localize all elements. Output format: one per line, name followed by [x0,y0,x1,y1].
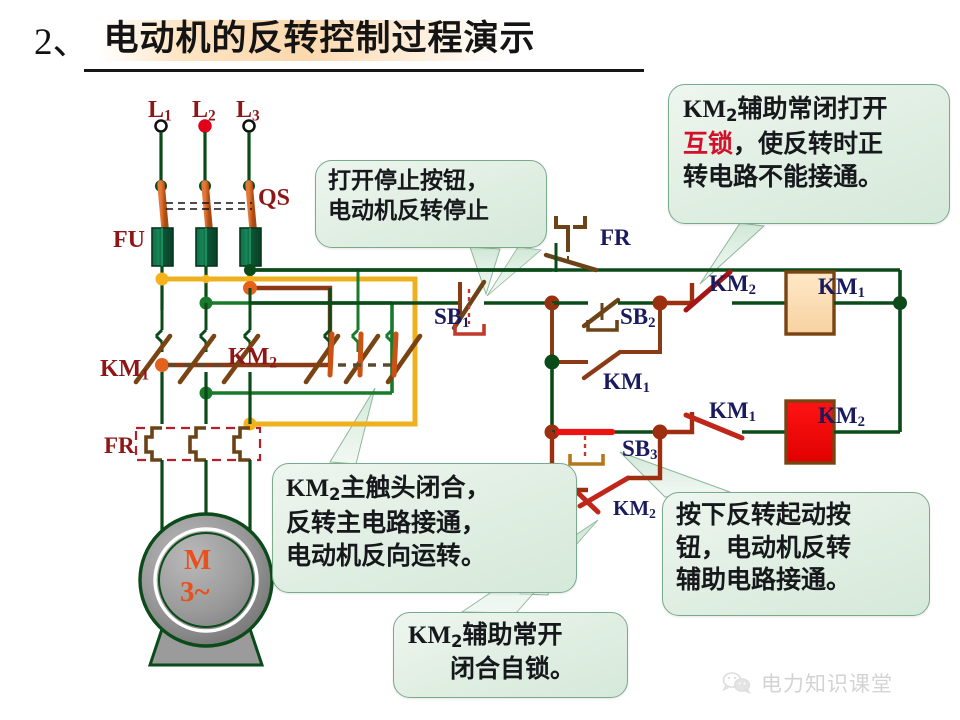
km1-nc-aux-contact[interactable] [660,412,786,441]
label-motor-phase: 3~ [180,576,210,608]
callout-stop-line2: 电动机反转停止 [328,197,489,224]
watermark: 电力知识课堂 [722,668,893,698]
control-circuit [250,216,907,515]
callout-stop-line1: 打开停止按钮， [328,168,489,194]
callout-start-line2: 钮，电动机反转 [676,532,852,562]
watermark-text: 电力知识课堂 [761,672,893,696]
callout-start-line1: 按下反转起动按 [676,500,852,529]
callout-main-line1: KM2主触头闭合， [286,473,491,504]
page-title: 2、 电动机的反转控制过程演示 [34,20,544,61]
label-L3: L3 [236,97,260,125]
label-L2: L2 [192,97,216,125]
qs-disconnect-switch[interactable] [155,180,257,232]
control-supply-gold-wire [155,272,418,431]
callout-interlock-line2: 互锁，使反转时正 [683,128,884,158]
title-underline [84,69,644,72]
label-L1: L1 [148,97,172,125]
km1-main-contacts[interactable] [133,288,261,385]
callout-selfhold-line1: KM2辅助常开 [408,620,563,651]
callout-stop-button: 打开停止按钮， 电动机反转停止 [315,160,547,248]
callout-main-line3: 电动机反向运转。 [286,540,487,570]
label-KM2-main: KM2 [228,344,278,372]
label-FU: FU [113,227,145,253]
label-SB2: SB2 [620,304,656,332]
motor-symbol [138,512,274,667]
callout-start-line3: 辅助电路接通。 [676,565,852,594]
km1-coil [784,270,900,336]
km2-nc-aux-contact[interactable] [660,269,786,313]
label-KM1-coil: KM1 [818,274,865,302]
label-KM1-main: KM1 [100,356,150,384]
km2-coil [784,399,900,465]
fr-thermal-relay-main [134,426,262,462]
callout-interlock: KM2辅助常闭打开 互锁，使反转时正 转电路不能接通。 [668,84,950,224]
fr-nc-contact-control[interactable] [543,216,599,273]
km1-self-hold-contact[interactable] [544,303,662,381]
label-KM2-self-hold: KM2 [613,496,656,521]
label-KM2-coil: KM2 [818,403,865,431]
wechat-icon [722,672,751,695]
interlock-keyword: 互锁 [683,128,734,158]
label-KM1-self-hold: KM1 [603,369,650,397]
callout-interlock-line1: KM2辅助常闭打开 [683,94,888,125]
callout-main-line2: 反转主电路接通， [286,507,487,537]
label-KM1-nc-aux: KM1 [709,398,756,426]
page-title-text: 电动机的反转控制过程演示 [99,20,544,61]
km2-main-contacts[interactable] [303,270,423,385]
callout-reverse-start: 按下反转起动按 钮，电动机反转 辅助电路接通。 [662,492,930,616]
sb3-reverse-start-button[interactable] [552,428,660,466]
label-KM2-nc-aux: KM2 [709,271,756,299]
callout-interlock-line3: 转电路不能接通。 [683,162,884,192]
fu-fuses [151,227,262,267]
page-title-number: 2、 [34,22,90,63]
line-terminals [154,119,256,133]
label-FR-control: FR [600,225,631,250]
label-FR-main: FR [104,433,135,458]
label-motor-M: M [184,544,212,576]
callout-self-hold: KM2辅助常开 闭合自锁。 [393,612,628,698]
callout-selfhold-line2: 闭合自锁。 [449,653,575,683]
callout-main-contacts: KM2主触头闭合， 反转主电路接通， 电动机反向运转。 [272,463,577,593]
label-SB1: SB1 [434,304,470,332]
main-power-circuit [133,119,900,667]
label-QS: QS [258,185,291,211]
sb1-stop-button[interactable] [250,279,552,336]
label-SB3: SB3 [622,436,658,464]
